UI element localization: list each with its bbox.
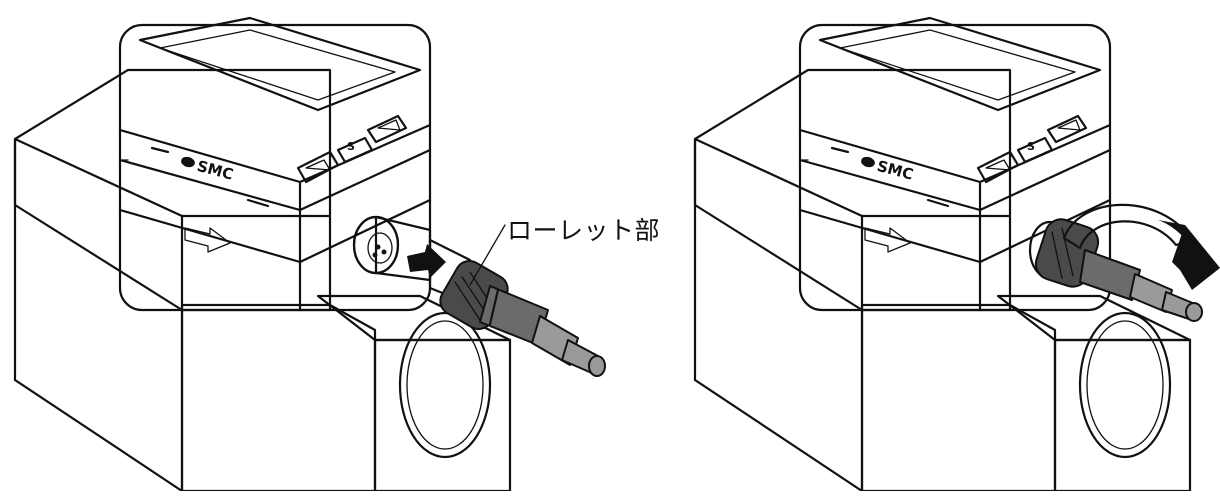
black-arrow-right-icon xyxy=(407,244,446,278)
cable-connector-attached xyxy=(1028,218,1203,322)
left-illustration: SMC S xyxy=(13,16,606,493)
flow-direction-arrow-icon xyxy=(184,227,231,253)
knurled-part-callout-label: ローレット部 xyxy=(507,216,661,245)
right-illustration: SMC S xyxy=(693,16,1220,493)
flow-direction-arrow-icon-right xyxy=(864,227,911,253)
curved-clockwise-arrow-icon xyxy=(1062,203,1220,290)
cable-connector xyxy=(428,238,606,377)
set-button-label-right: S xyxy=(1027,140,1035,153)
smc-logo-icon xyxy=(181,156,195,168)
set-button-label: S xyxy=(347,140,355,153)
connector-socket xyxy=(352,215,432,282)
smc-logo-icon-right xyxy=(861,156,875,168)
callout-leader xyxy=(469,224,506,286)
